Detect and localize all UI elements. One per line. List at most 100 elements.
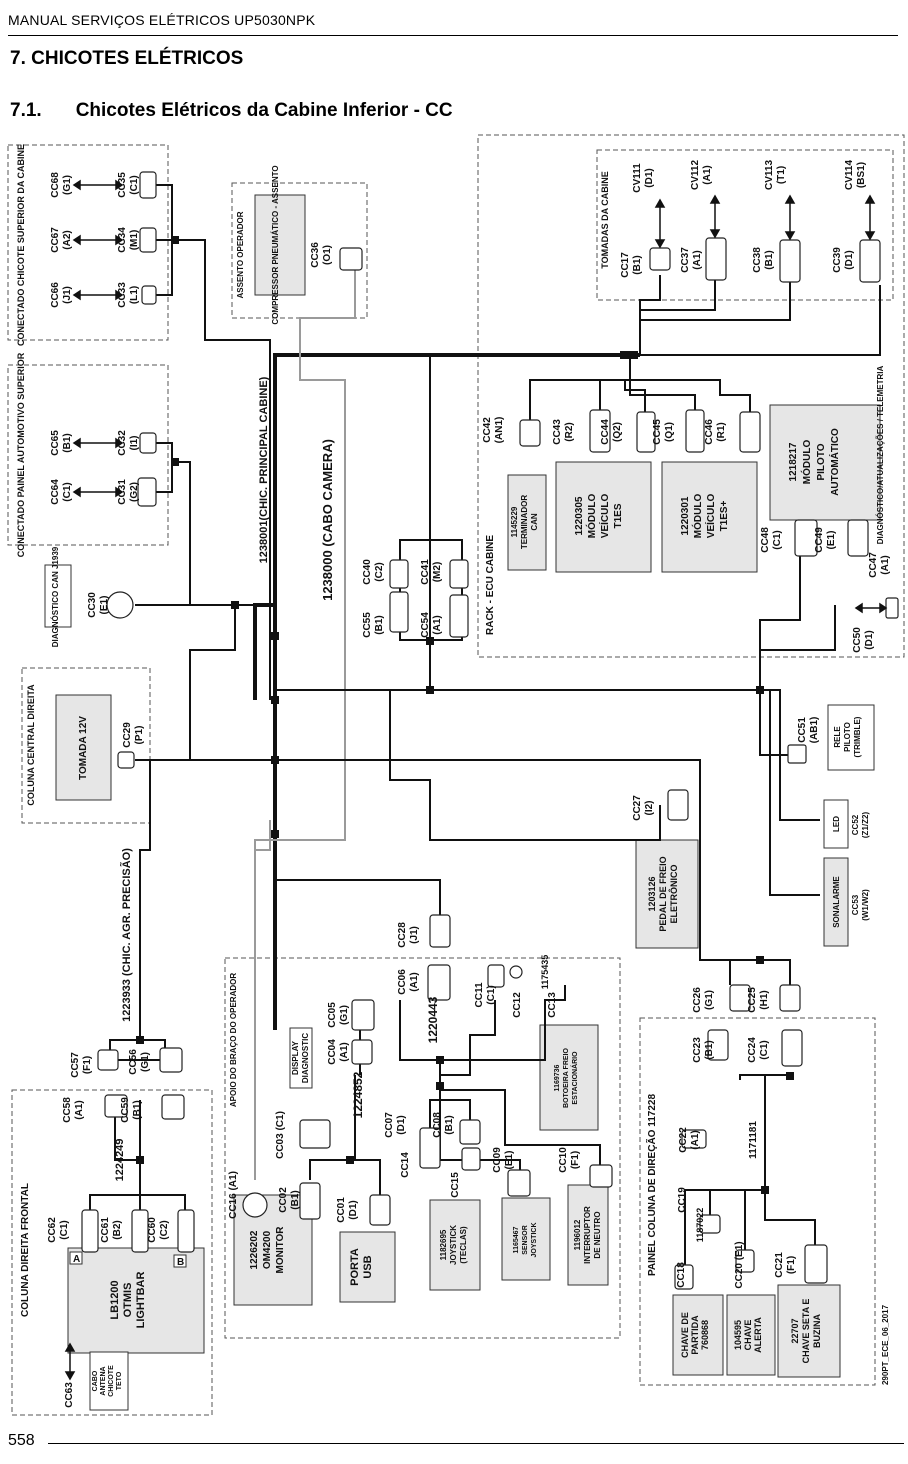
cc45: CC45(Q1): [652, 419, 675, 445]
group-front-column-line: COLUNA DIREITA FRONTAL: [20, 1183, 31, 1317]
cc07: CC07(D1): [384, 1112, 407, 1138]
terminator-label-line: CAN: [530, 513, 539, 531]
cc49-line: (E1): [826, 531, 837, 550]
harness-1171181: 1171181: [748, 1121, 759, 1159]
cc49: CC49(E1): [814, 527, 837, 553]
cc39-line: (D1): [844, 250, 855, 269]
t1esplus-label-line: VEÍCULO: [704, 494, 717, 539]
cc60-line: (C2): [159, 1220, 170, 1239]
cc37-line: CC37: [680, 247, 691, 273]
parking-button-label-line: BOTOEIRA FREIO: [563, 1048, 570, 1108]
group-seat-line: ASSENTO OPERADOR: [236, 211, 245, 298]
mark-b-frame: [173, 1254, 187, 1268]
relay-label: RELEPILOTO(TRIMBLE): [833, 716, 862, 757]
cc20-line: CC20 (E1): [734, 1241, 745, 1288]
cc67: CC67(A2): [50, 227, 73, 253]
display-diag-label: DISPLAYDIAGNOSTIC: [291, 1033, 310, 1083]
harness-1224852-line: 1224852: [351, 1071, 365, 1118]
cc03: CC03 (C1): [275, 1111, 286, 1159]
cc58-line: (A1): [74, 1100, 85, 1119]
cv111-line: (D1): [644, 168, 655, 187]
cv114-line: (BS1): [856, 162, 867, 188]
cc17: CC17(B1): [620, 252, 643, 278]
cc15: CC15: [450, 1172, 461, 1198]
cc68-line: (G1): [62, 175, 73, 195]
parking-button-label-line: ESTACIONÁRIO: [570, 1051, 579, 1105]
harness-1175435: 1175435: [540, 955, 550, 990]
group-center-column-line: COLUNA CENTRAL DIREITA: [26, 684, 36, 806]
cc37-line: (A1): [692, 250, 703, 269]
cc16-line: CC16 (A1): [228, 1171, 239, 1219]
alert-key-box: [726, 1294, 776, 1376]
cc61-line: (B2): [112, 1220, 123, 1239]
mark-b: B: [177, 1257, 184, 1268]
cv111-line: CV111: [632, 163, 643, 193]
mark-a: A: [73, 1254, 80, 1265]
alarm-label: SONALARME: [832, 876, 841, 928]
cc27-line: (I2): [644, 801, 655, 816]
cc06-line: CC06: [397, 969, 408, 995]
relay-label-line: RELE: [833, 726, 842, 748]
cc57-line: CC57: [70, 1052, 81, 1078]
parking-button-box: [539, 1024, 599, 1131]
cc43: CC43(R2): [552, 419, 575, 445]
group-upper-cabin: CONECTADO CHICOTE SUPERIOR DA CABINE: [16, 144, 26, 346]
cc57-line: (F1): [82, 1056, 93, 1074]
cc28-line: (J1): [409, 926, 420, 944]
brake-pedal-label-line: ELETRÔNICO: [668, 864, 679, 923]
cc26: CC26(G1): [692, 987, 715, 1013]
socket-12v-box: [55, 694, 112, 801]
autopilot-label-line: MÓDULO: [800, 440, 813, 485]
joystick-sensor-label-line: SENSOR: [522, 1225, 529, 1255]
cc02: CC02(B1): [278, 1187, 301, 1213]
cc65: CC65(B1): [50, 430, 73, 456]
cc15-line: CC15: [450, 1172, 461, 1198]
group-seat: ASSENTO OPERADOR: [236, 211, 245, 298]
usb-box: [339, 1231, 396, 1303]
socket-12v-label-line: TOMADA 12V: [78, 716, 89, 780]
cc22-line: CC22: [678, 1127, 689, 1153]
cc48-line: (C1): [772, 530, 783, 549]
cc53: CC53(W1/W2): [851, 889, 870, 921]
alert-key-label-line: 104595: [733, 1320, 743, 1350]
cc35-line: CC35: [117, 172, 128, 198]
diag-can-label-line: DIAGNÓSTICO CAN J1939: [51, 546, 60, 647]
cc34-line: (M1): [129, 230, 140, 251]
cc64-line: CC64: [50, 479, 61, 505]
neutral-switch-label-line: INTERRUPTOR: [583, 1206, 592, 1264]
cc50-line: CC50: [852, 627, 863, 653]
group-ecu-rack: RACK - ECU CABINE: [485, 535, 496, 635]
cc27-line: CC27: [632, 795, 643, 821]
cc30-line: CC30: [87, 592, 98, 618]
cc52-line: (Z1/Z2): [861, 812, 870, 839]
cc42-line: CC42: [482, 417, 493, 443]
cc08-line: CC08: [432, 1112, 443, 1138]
antenna-label-line: TETO: [116, 1371, 123, 1390]
t1es-label-line: T1ES: [613, 503, 624, 528]
relay-label-line: PILOTO: [843, 722, 852, 752]
joystick-sensor-label-line: 1165467: [513, 1226, 520, 1253]
frame-steering-panel: [639, 1017, 876, 1386]
t1es-label-line: 1220305: [574, 496, 585, 535]
wire-camera-join: [255, 820, 271, 851]
cc44-line: CC44: [600, 419, 611, 445]
t1esplus-label-line: T1ES+: [719, 500, 730, 531]
cc49-line: CC49: [814, 527, 825, 553]
group-upper-panel-line: CONECTADO PAINEL AUTOMOTIVO SUPERIOR: [16, 352, 26, 557]
compressor-label: COMPRESSOR PNEUMÁTICO - ASSENTO: [271, 165, 280, 324]
neutral-switch-label: 1196012INTERRUPTORDE NEUTRO: [573, 1206, 602, 1264]
harness-1187022-line: 1187022: [695, 1208, 705, 1243]
cc55-line: CC55: [362, 612, 373, 638]
cc24-line: CC24: [747, 1037, 758, 1063]
cc31-line: (G2): [129, 482, 140, 502]
monitor-label-line: MONITOR: [275, 1226, 286, 1274]
cc66-line: (J1): [62, 286, 73, 304]
subsection-text: Chicotes Elétricos da Cabine Inferior - …: [75, 100, 453, 121]
compressor-label-line: COMPRESSOR PNEUMÁTICO - ASSENTO: [271, 165, 280, 324]
cc63-line: CC63: [64, 1382, 75, 1408]
cc53-line: CC53: [851, 894, 860, 915]
cc21-line: (F1): [786, 1256, 797, 1274]
